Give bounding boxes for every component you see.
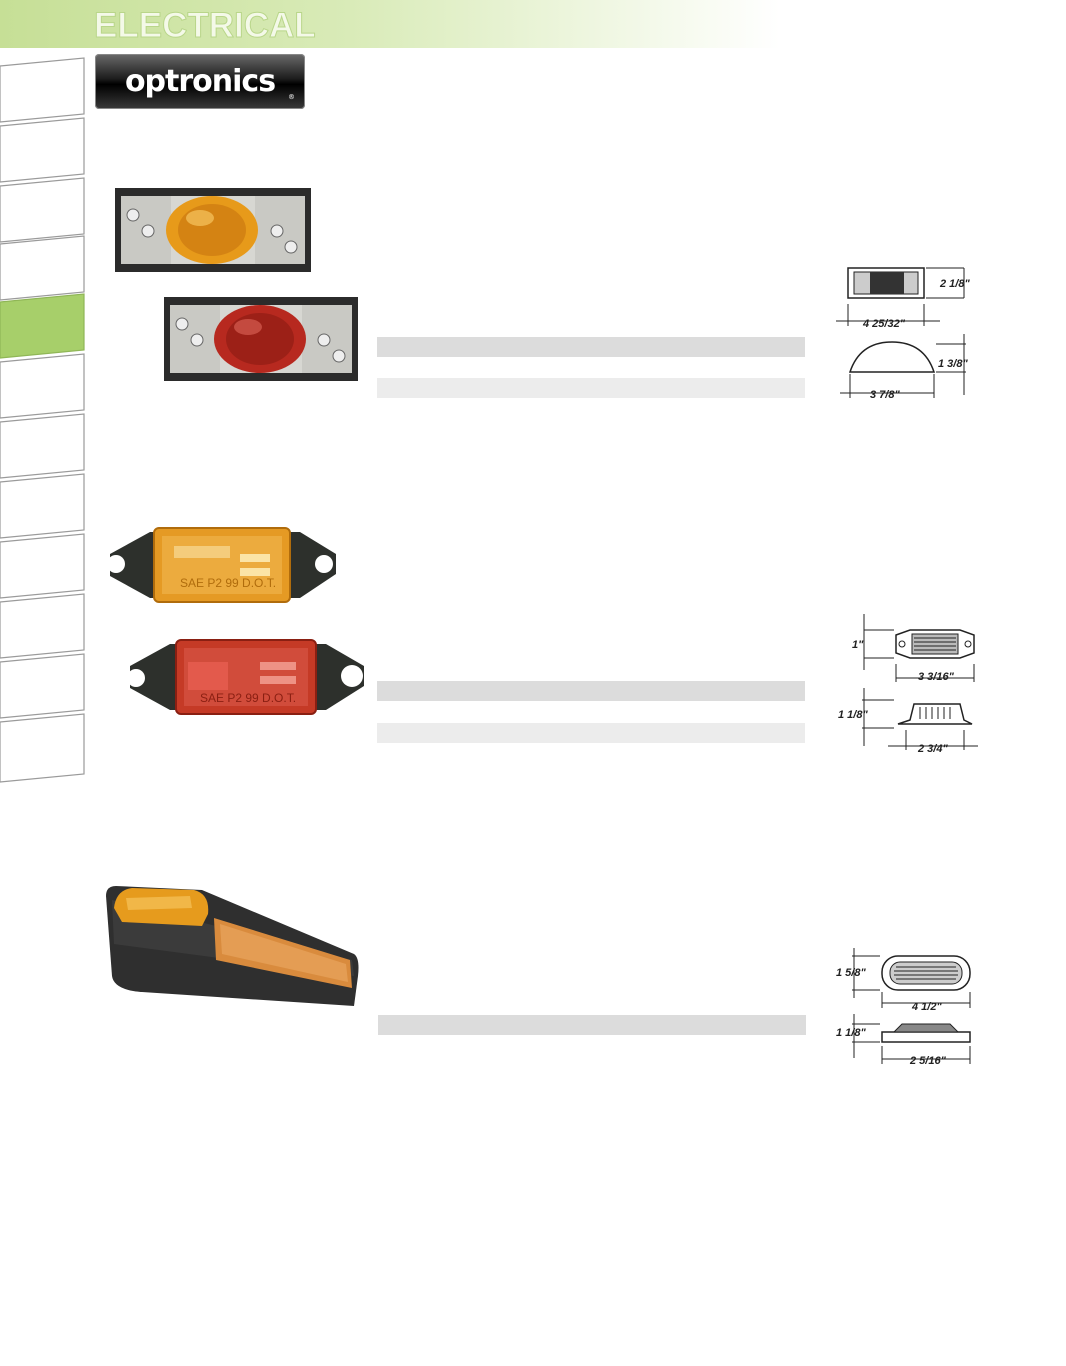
side-tab[interactable]: [0, 472, 85, 539]
dimension-diagram-3: 1 5/8" 4 1/2" 1 1/8" 2 5/16": [836, 948, 971, 1067]
red-clearance-light-photo: [164, 297, 358, 381]
side-tab[interactable]: [0, 176, 85, 243]
amber-marker-light-photo: SAE P2 99 D.O.T.: [107, 527, 336, 603]
red-marker-light-photo: SAE P2 99 D.O.T.: [127, 639, 364, 715]
side-tab[interactable]: [0, 652, 85, 719]
dim-height-top: 1": [852, 639, 864, 651]
spec-row-bar: [377, 723, 805, 743]
dim-length-side: 2 5/16": [909, 1055, 947, 1067]
spec-row-bar: [377, 337, 805, 357]
side-tab[interactable]: [0, 234, 85, 301]
section-title: ELECTRICAL: [94, 6, 317, 46]
amber-clearance-light-photo: [115, 188, 311, 272]
dim-height-top: 1 5/8": [836, 967, 866, 979]
dim-height: 1 3/8": [938, 358, 968, 370]
logo-registered-mark: ®: [288, 93, 295, 101]
spec-row-bar: [378, 1015, 806, 1035]
dim-length: 4 25/32": [862, 318, 906, 330]
side-tab[interactable]: [0, 712, 85, 783]
wedge-marker-light-photo: [106, 886, 359, 1006]
spec-row-bar: [377, 681, 805, 701]
dim-base: 3 7/8": [870, 389, 900, 401]
side-tab[interactable]: [0, 352, 85, 419]
lens-molded-text: SAE P2 99 D.O.T.: [200, 691, 296, 705]
dim-length-side: 2 3/4": [917, 743, 948, 755]
dim-height-side: 1 1/8": [838, 709, 868, 721]
dimension-diagram-1: 2 1/8" 4 25/32" 1 3/8" 3 7/8": [836, 267, 970, 401]
side-tab[interactable]: [0, 532, 85, 599]
dim-length-top: 4 1/2": [911, 1001, 942, 1013]
dim-width: 2 1/8": [939, 278, 970, 290]
side-tab[interactable]: [0, 412, 85, 479]
optronics-logo: optronics ®: [95, 54, 305, 109]
side-tab[interactable]: [0, 116, 85, 183]
side-tab[interactable]: [0, 56, 85, 123]
side-tab-active[interactable]: [0, 292, 85, 359]
side-tab[interactable]: [0, 592, 85, 659]
logo-wordmark: optronics: [124, 64, 276, 99]
spec-row-bar: [377, 378, 805, 398]
section-header-band: ELECTRICAL: [0, 0, 780, 48]
dim-length-top: 3 3/16": [918, 671, 955, 683]
dim-height-side: 1 1/8": [836, 1027, 866, 1039]
lens-molded-text: SAE P2 99 D.O.T.: [180, 576, 276, 590]
dimension-diagram-2: 1" 3 3/16" 1 1/8" 2 3/4": [838, 614, 978, 755]
